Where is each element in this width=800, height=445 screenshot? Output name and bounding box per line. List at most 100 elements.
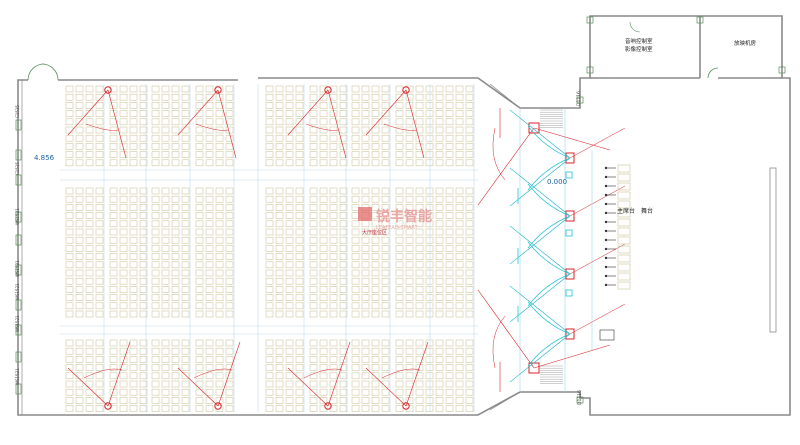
seat-c16-b2	[265, 397, 274, 404]
seat-c11-b1	[181, 286, 190, 293]
side-label-5: WS1521	[15, 283, 20, 300]
seat-c2-b2	[85, 339, 94, 347]
seat-c8-b0	[151, 93, 160, 101]
seat-c30-b0	[415, 110, 424, 117]
seat-c27-b1	[381, 269, 390, 277]
seat-c16-b0	[265, 159, 274, 167]
seat-c34-b1	[455, 204, 464, 211]
seat-c35-b1	[465, 253, 474, 260]
watermark-brand: 锐丰智能	[376, 208, 432, 225]
seat-c33-b1	[445, 220, 454, 228]
seat-c4-b0	[109, 126, 118, 134]
seat-c27-b0	[381, 134, 390, 142]
seat-c33-b1	[445, 245, 454, 252]
seat-c3-b0	[95, 151, 104, 158]
seat-c13-b1	[205, 204, 214, 211]
seat-c2-b2	[85, 405, 94, 412]
stage-label-1: 主席台	[617, 207, 635, 215]
seat-c35-b0	[465, 85, 474, 93]
seat-c19-b0	[295, 118, 304, 126]
seat-c32-b2	[435, 372, 444, 380]
seat-c35-b0	[465, 110, 474, 117]
seat-c12-b0	[195, 143, 204, 150]
seat-c3-b2	[95, 364, 104, 371]
seat-c1-b2	[75, 356, 84, 363]
seat-c19-b2	[295, 372, 304, 380]
seat-c19-b1	[295, 220, 304, 228]
seat-c33-b2	[445, 356, 454, 363]
seat-c25-b0	[361, 93, 370, 101]
seat-c23-b0	[339, 159, 348, 167]
side-window-6	[15, 299, 22, 311]
seat-c21-b2	[319, 339, 328, 347]
seat-c17-b2	[275, 405, 284, 412]
seat-c10-b1	[171, 245, 180, 252]
seat-c33-b1	[445, 286, 454, 293]
seat-c16-b2	[265, 347, 274, 355]
control-room-label-2: 影像控制室	[625, 45, 653, 53]
seat-c6-b0	[129, 151, 138, 158]
seat-c22-b0	[329, 102, 338, 109]
seat-c17-b2	[275, 339, 284, 347]
seat-c24-b0	[351, 134, 360, 142]
seat-c4-b1	[109, 286, 118, 293]
seat-c19-b0	[295, 143, 304, 150]
seat-c33-b1	[445, 277, 454, 285]
seat-c28-b1	[395, 277, 404, 285]
seat-c4-b1	[109, 212, 118, 219]
seat-c8-b0	[151, 143, 160, 150]
seat-c32-b0	[435, 110, 444, 117]
seat-c26-b1	[371, 294, 380, 301]
cyan-beam	[509, 273, 571, 323]
seat-c22-b1	[329, 236, 338, 244]
seat-c17-b1	[275, 310, 284, 318]
seat-c21-b2	[319, 356, 328, 363]
seat-c15-b1	[225, 187, 234, 195]
seat-c7-b0	[139, 85, 148, 93]
seat-c10-b0	[171, 110, 180, 117]
seat-c14-b2	[215, 372, 224, 380]
seat-c29-b2	[405, 364, 414, 371]
seat-c32-b1	[435, 277, 444, 285]
seat-c5-b0	[119, 102, 128, 109]
seat-c29-b1	[405, 253, 414, 260]
seat-c16-b2	[265, 372, 274, 380]
seat-c29-b1	[405, 294, 414, 301]
seat-c8-b1	[151, 245, 160, 252]
seat-c24-b2	[351, 364, 360, 371]
seat-c9-b0	[161, 118, 170, 126]
stage-seat	[617, 227, 631, 236]
seat-c24-b1	[351, 286, 360, 293]
seat-c24-b0	[351, 126, 360, 134]
seat-c16-b2	[265, 356, 274, 363]
seat-c29-b2	[405, 356, 414, 363]
seat-c30-b2	[415, 405, 424, 412]
seat-c18-b1	[285, 195, 294, 203]
seat-c11-b2	[181, 339, 190, 347]
seat-c30-b0	[415, 143, 424, 150]
seat-c16-b1	[265, 245, 274, 252]
seat-c28-b2	[395, 347, 404, 355]
side-label-3: WS1521	[15, 208, 20, 225]
seat-c17-b1	[275, 212, 284, 219]
speaker-arc	[381, 368, 421, 379]
seat-c31-b2	[425, 397, 434, 404]
seat-c27-b1	[381, 228, 390, 236]
seat-c32-b0	[435, 143, 444, 150]
seat-c4-b2	[109, 397, 118, 404]
seat-c7-b1	[139, 269, 148, 277]
seat-c31-b1	[425, 228, 434, 236]
seat-c26-b2	[371, 380, 380, 388]
seat-c10-b0	[171, 126, 180, 134]
seat-c22-b2	[329, 364, 338, 371]
seat-c32-b2	[435, 380, 444, 388]
seat-c22-b2	[329, 380, 338, 388]
seat-c25-b1	[361, 228, 370, 236]
seat-c2-b1	[85, 302, 94, 310]
seat-c23-b2	[339, 356, 348, 363]
seat-c1-b0	[75, 126, 84, 134]
seat-c31-b1	[425, 269, 434, 277]
seat-c31-b0	[425, 85, 434, 93]
seat-c29-b0	[405, 85, 414, 93]
seat-c13-b1	[205, 212, 214, 219]
